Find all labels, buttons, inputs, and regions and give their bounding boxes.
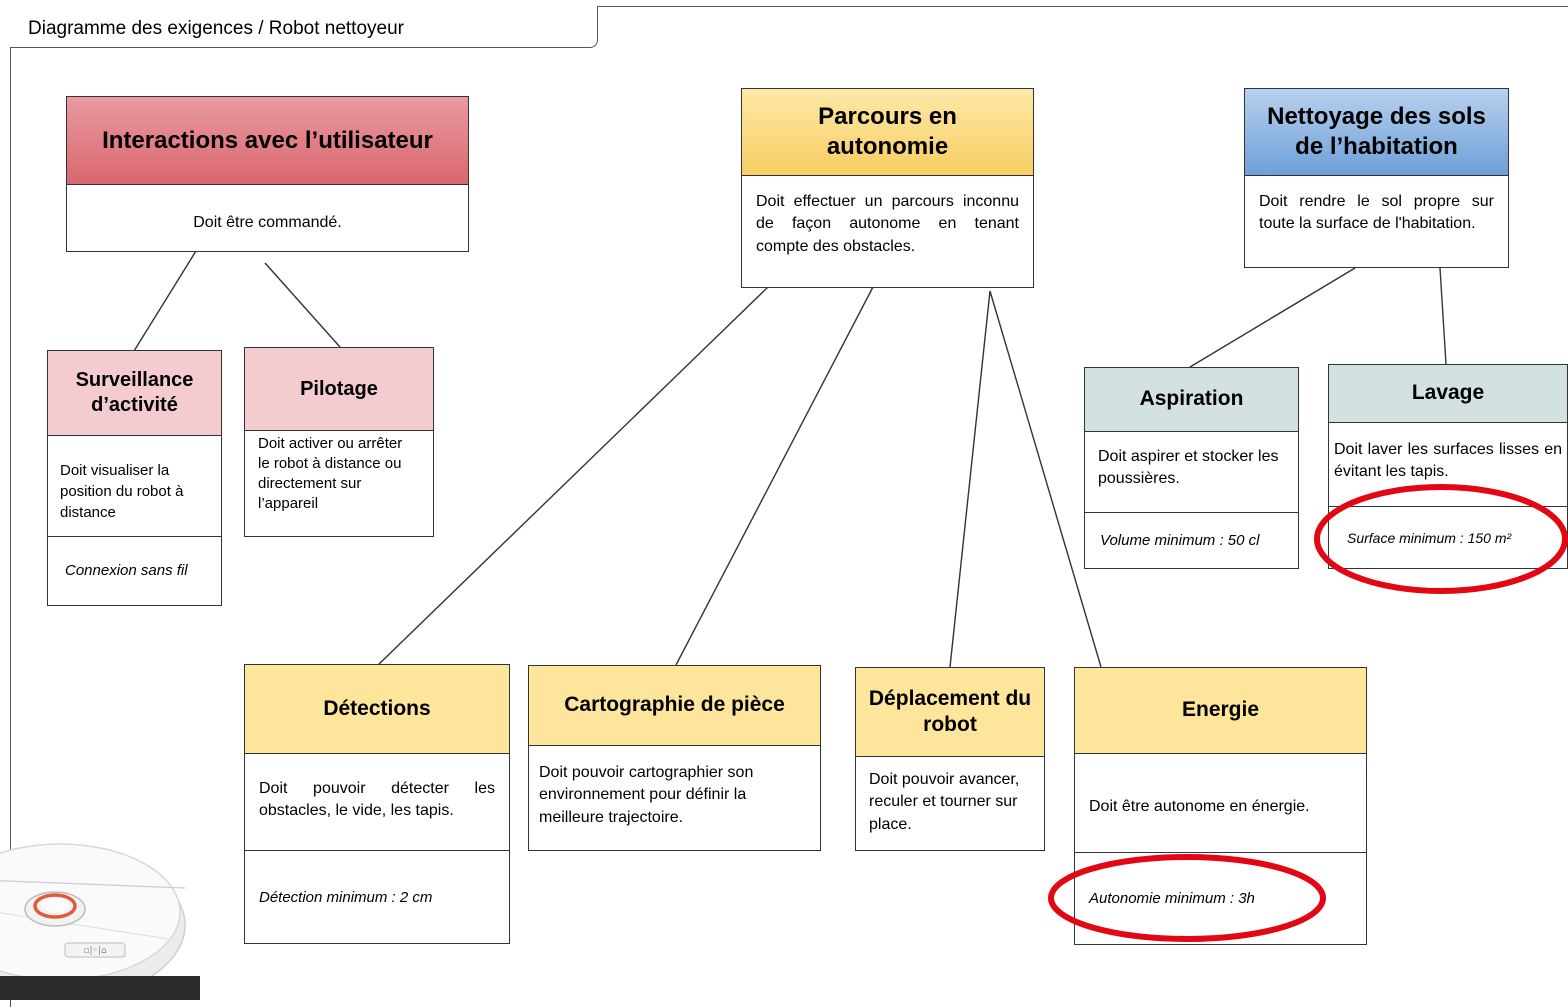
requirement-text: Doit activer ou arrêter le robot à dista… xyxy=(258,435,403,512)
link-parcours-detections xyxy=(377,286,769,666)
requirement-text: Doit être commandé. xyxy=(193,214,342,231)
requirement-deplacement: Déplacement du robot Doit pouvoir avance… xyxy=(855,667,1045,851)
link-parcours-cartographie xyxy=(675,286,874,666)
diagram-frame-tab xyxy=(10,6,598,48)
requirement-text: Doit aspirer et stocker les poussières. xyxy=(1098,448,1279,488)
requirement-cartographie: Cartographie de pièce Doit pouvoir carto… xyxy=(528,665,821,851)
requirement-nettoyage: Nettoyage des sols de l’habitation Doit … xyxy=(1244,88,1509,268)
requirement-parcours: Parcours en autonomie Doit effectuer un … xyxy=(741,88,1034,288)
link-nettoyage-aspiration xyxy=(1189,267,1356,368)
requirement-interactions: Interactions avec l’utilisateur Doit êtr… xyxy=(66,96,469,252)
requirement-text: Doit être autonome en énergie. xyxy=(1089,798,1310,815)
link-parcours-deplacement xyxy=(949,290,991,668)
requirement-aspiration: Aspiration Doit aspirer et stocker les p… xyxy=(1084,367,1299,569)
robot-vacuum-image: ▫|◦|⌂ xyxy=(0,843,200,1000)
requirement-title: Interactions avec l’utilisateur xyxy=(67,97,468,185)
robot-buttons: ▫|◦|⌂ xyxy=(83,946,106,956)
requirement-surveillance: Surveillance d’activité Doit visualiser … xyxy=(47,350,222,606)
requirement-text: Doit pouvoir détecter les obstacles, le … xyxy=(259,780,495,820)
requirement-pilotage: Pilotage Doit activer ou arrêter le robo… xyxy=(244,347,434,537)
requirement-energie: Energie Doit être autonome en énergie. A… xyxy=(1074,667,1367,945)
requirement-lavage: Lavage Doit laver les surfaces lisses en… xyxy=(1328,364,1568,569)
link-nettoyage-lavage xyxy=(1439,267,1447,365)
requirement-constraint: Surface minimum : 150 m² xyxy=(1329,506,1567,568)
requirement-text: Doit rendre le sol propre sur toute la s… xyxy=(1259,193,1494,233)
requirement-title: Energie xyxy=(1075,668,1366,754)
requirement-text: Doit effectuer un parcours inconnu de fa… xyxy=(756,193,1019,255)
requirement-text: Doit visualiser la position du robot à d… xyxy=(60,462,184,521)
requirement-title: Lavage xyxy=(1329,365,1567,423)
diagram-frame xyxy=(10,6,1568,1007)
link-parcours-energie xyxy=(989,290,1102,668)
diagram-title: Diagramme des exigences / Robot nettoyeu… xyxy=(28,18,404,39)
requirement-constraint: Détection minimum : 2 cm xyxy=(245,850,509,943)
link-interactions-pilotage xyxy=(264,262,341,348)
requirement-constraint: Connexion sans fil xyxy=(48,536,221,604)
requirement-text: Doit laver les surfaces lisses en évitan… xyxy=(1334,441,1562,481)
requirement-title: Aspiration xyxy=(1085,368,1298,432)
requirement-title: Parcours en autonomie xyxy=(742,89,1033,176)
requirement-title: Détections xyxy=(245,665,509,754)
connector-lines xyxy=(133,250,1447,668)
requirement-text: Doit pouvoir avancer, reculer et tourner… xyxy=(869,771,1020,833)
requirement-title: Déplacement du robot xyxy=(856,668,1044,757)
requirement-constraint: Autonomie minimum : 3h xyxy=(1075,852,1366,944)
requirement-title: Pilotage xyxy=(245,348,433,431)
link-interactions-surveillance xyxy=(133,250,197,352)
requirement-text: Doit pouvoir cartographier son environne… xyxy=(539,764,754,826)
requirement-title: Surveillance d’activité xyxy=(48,351,221,436)
requirement-title: Cartographie de pièce xyxy=(529,666,820,746)
requirement-constraint: Volume minimum : 50 cl xyxy=(1085,512,1298,567)
requirement-detections: Détections Doit pouvoir détecter les obs… xyxy=(244,664,510,944)
requirement-title: Nettoyage des sols de l’habitation xyxy=(1245,89,1508,176)
